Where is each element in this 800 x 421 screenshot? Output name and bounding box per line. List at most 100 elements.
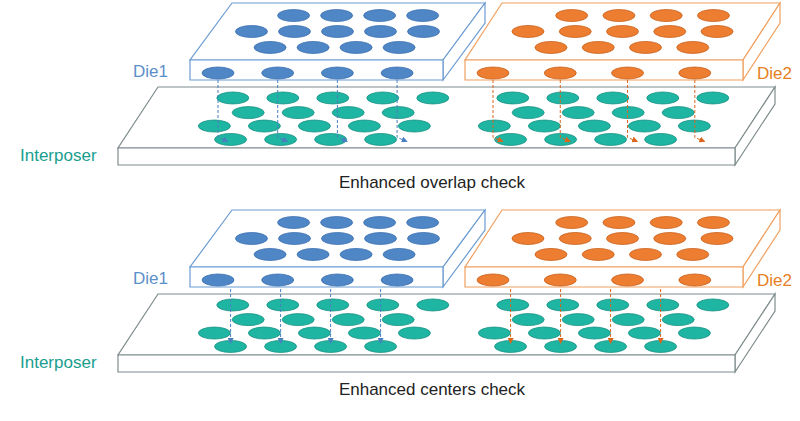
bump — [282, 314, 314, 326]
bump — [645, 133, 677, 145]
bump — [408, 26, 440, 38]
bump — [697, 10, 729, 22]
bump — [697, 299, 729, 311]
bump — [297, 248, 329, 260]
bump — [365, 133, 397, 145]
bump — [215, 340, 247, 352]
interposer-slab — [118, 294, 775, 372]
bump — [597, 299, 629, 311]
bump — [559, 26, 591, 38]
bump — [322, 26, 354, 38]
bump — [528, 120, 560, 132]
alignment-arrow — [560, 289, 561, 343]
bump — [612, 274, 644, 286]
alignment-arrow — [660, 289, 661, 343]
slab-front — [465, 267, 743, 287]
bump — [248, 120, 280, 132]
bump — [556, 10, 588, 22]
slab-top — [190, 210, 485, 267]
bump — [497, 299, 529, 311]
bump — [235, 26, 267, 38]
bump — [603, 10, 635, 22]
alignment-arrow — [695, 80, 705, 141]
bump — [282, 107, 314, 119]
bump — [317, 92, 349, 104]
bump — [701, 26, 733, 38]
bump — [612, 107, 644, 119]
bump — [262, 67, 294, 79]
bump — [248, 327, 280, 339]
alignment-arrow — [280, 289, 281, 343]
alignment-arrow — [560, 80, 570, 141]
bump — [383, 41, 415, 53]
bump — [544, 67, 576, 79]
bump — [407, 217, 439, 229]
bump — [382, 107, 414, 119]
part-label: Interposer — [20, 146, 97, 166]
panel-caption: Enhanced centers check — [339, 380, 525, 400]
bump — [677, 41, 709, 53]
bump — [232, 107, 264, 119]
bump — [298, 120, 330, 132]
alignment-arrow — [337, 80, 347, 141]
bump — [383, 248, 415, 260]
bump — [365, 233, 397, 245]
bump — [578, 327, 610, 339]
bump — [297, 41, 329, 53]
bump — [512, 26, 544, 38]
bump — [215, 133, 247, 145]
panel-caption: Enhanced overlap check — [339, 173, 525, 193]
bump — [562, 107, 594, 119]
bump — [612, 67, 644, 79]
slab-front — [190, 267, 443, 287]
slab-front — [190, 60, 443, 80]
bump — [321, 217, 353, 229]
alignment-arrow — [330, 289, 331, 343]
bump — [562, 314, 594, 326]
bump — [417, 92, 449, 104]
bump — [198, 327, 230, 339]
bump — [254, 248, 286, 260]
bump — [317, 299, 349, 311]
part-label: Die1 — [133, 62, 168, 82]
bump — [547, 92, 579, 104]
bump — [265, 340, 297, 352]
bump — [697, 217, 729, 229]
bump — [364, 10, 396, 22]
bump — [603, 217, 635, 229]
bump — [408, 233, 440, 245]
bump — [254, 41, 286, 53]
die-slab — [190, 210, 485, 287]
bump — [535, 248, 567, 260]
bump — [654, 26, 686, 38]
bump — [547, 299, 579, 311]
part-label: Die1 — [133, 269, 168, 289]
bump — [298, 327, 330, 339]
bump — [477, 274, 509, 286]
slab-top — [190, 3, 485, 60]
slab-top — [118, 294, 775, 355]
bump — [607, 233, 639, 245]
bump — [478, 120, 510, 132]
die: Die2 — [465, 3, 780, 80]
bump — [582, 248, 614, 260]
bump — [381, 274, 413, 286]
alignment-arrow — [493, 80, 503, 141]
bump — [495, 340, 527, 352]
alignment-arrow — [628, 80, 638, 141]
slab-top — [118, 87, 775, 148]
bump — [348, 327, 380, 339]
bump — [417, 299, 449, 311]
bump — [497, 92, 529, 104]
alignment-arrow — [278, 80, 288, 141]
bump — [267, 299, 299, 311]
slab-front — [118, 355, 735, 372]
bump — [545, 340, 577, 352]
bump — [607, 26, 639, 38]
bump — [630, 41, 662, 53]
alignment-arrow — [610, 289, 611, 343]
bump — [556, 217, 588, 229]
bump — [278, 26, 310, 38]
